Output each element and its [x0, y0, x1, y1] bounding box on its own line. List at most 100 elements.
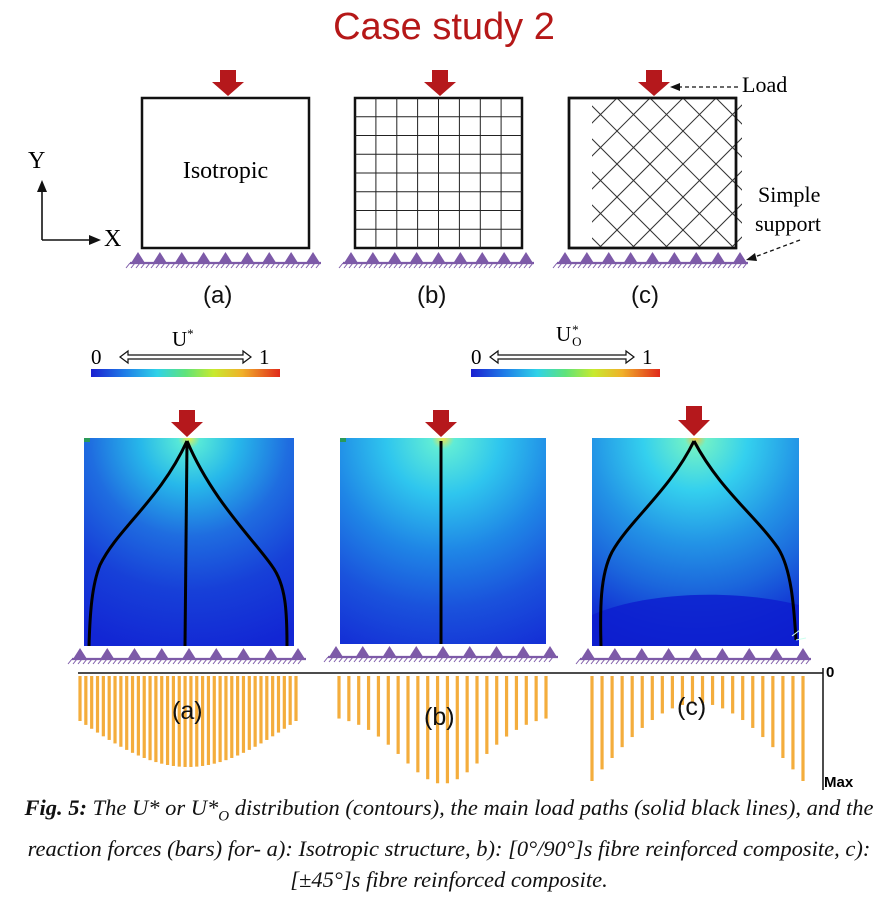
reaction-bar [620, 676, 624, 748]
support-triangle [182, 648, 196, 659]
support-annotation-line2: support [755, 211, 821, 236]
caption-text-1: The U* or U* [87, 795, 219, 820]
reaction-bar [136, 676, 140, 756]
reaction-bar [171, 676, 176, 766]
reaction-bar [183, 676, 187, 767]
reaction-bar [700, 676, 705, 704]
support-triangle [174, 252, 189, 263]
support-triangle [306, 252, 320, 263]
top-panel-c [567, 96, 742, 250]
reaction-bar [347, 676, 351, 722]
reaction-bar [465, 676, 469, 773]
reaction-bar [504, 676, 509, 737]
reaction-bar [195, 676, 199, 767]
reaction-bar [253, 676, 257, 747]
field-panel-c [592, 438, 807, 647]
support-triangle [355, 646, 370, 657]
reaction-bar [416, 676, 420, 773]
reaction-bar [288, 676, 292, 725]
isotropic-label: Isotropic [182, 158, 269, 184]
support-triangle [796, 648, 810, 659]
axis-y-label: Y [28, 148, 46, 174]
support-triangle [769, 648, 784, 659]
reaction-bar [386, 676, 390, 745]
reaction-bar [781, 676, 785, 759]
support-triangle [152, 252, 167, 263]
load-arrow-c [638, 70, 670, 96]
reaction-bar [771, 676, 775, 748]
reaction-bar [119, 676, 123, 747]
reaction-bar [741, 676, 745, 721]
reaction-bar [366, 676, 371, 730]
reaction-bar [426, 676, 430, 780]
support-triangle [623, 252, 638, 263]
colorbar-2-min: 0 [471, 345, 482, 369]
support-triangle [387, 252, 402, 263]
support-triangle [209, 648, 224, 659]
force-axis-zero: 0 [826, 664, 835, 681]
reaction-bar [206, 676, 211, 765]
reaction-bar [721, 676, 725, 709]
reaction-bar [212, 676, 216, 764]
simple-support-bottom-a [67, 648, 306, 665]
support-triangle [127, 648, 142, 659]
reaction-bar [406, 676, 410, 764]
support-triangle [100, 648, 115, 659]
support-triangle [645, 252, 660, 263]
support-triangle [581, 648, 595, 659]
reaction-bar [200, 676, 205, 766]
support-annotation-line1: Simple [758, 182, 821, 207]
support-triangle [436, 646, 450, 657]
load-annotation: Load [742, 72, 788, 97]
support-triangle [196, 252, 211, 263]
top-label-c: (c) [631, 282, 659, 309]
reaction-bar [544, 676, 548, 719]
reaction-bar [247, 676, 251, 750]
support-triangle [329, 646, 343, 657]
reaction-bar [640, 676, 644, 728]
support-triangle [262, 252, 277, 263]
support-triangle [711, 252, 726, 263]
support-triangle [462, 646, 477, 657]
reaction-bar [294, 676, 298, 721]
reaction-bar [142, 676, 146, 758]
support-triangle [475, 252, 490, 263]
reaction-bar [801, 676, 805, 781]
colorbar-1-max: 1 [259, 345, 270, 369]
support-triangle [558, 252, 572, 263]
reaction-bar [670, 676, 674, 709]
reaction-bar [230, 676, 234, 758]
reaction-bar [271, 676, 275, 737]
reaction-bar [485, 676, 489, 754]
support-triangle [131, 252, 145, 263]
force-axis [78, 668, 824, 790]
grid-mesh [355, 98, 522, 248]
colorbar-2-max: 1 [642, 345, 653, 369]
reaction-bar [731, 676, 735, 714]
reaction-bar [84, 676, 88, 725]
load-arrow-b [424, 70, 456, 96]
figure-title: Case study 2 [333, 6, 555, 48]
reaction-bar [751, 676, 755, 728]
reaction-bar [475, 676, 479, 764]
support-triangle [543, 646, 557, 657]
field-panel-b [340, 438, 546, 644]
reaction-bars-a [78, 676, 298, 767]
simple-support-bottom-c [575, 648, 811, 665]
reaction-bar [107, 676, 111, 740]
support-triangle [409, 646, 424, 657]
simple-support-a [125, 252, 321, 269]
top-panel-b [353, 96, 524, 250]
support-triangle [667, 252, 682, 263]
reaction-bar [396, 676, 400, 754]
figure-caption: Fig. 5: The U* or U*O distribution (cont… [24, 792, 874, 895]
simple-support-c [552, 252, 748, 269]
reaction-bar [660, 676, 664, 714]
reaction-bar [241, 676, 246, 753]
reaction-bar [455, 676, 459, 780]
reaction-bar [791, 676, 795, 770]
axis-triad [37, 180, 101, 245]
support-triangle [733, 252, 747, 263]
support-triangle [344, 252, 358, 263]
colorbar-1 [91, 349, 280, 377]
